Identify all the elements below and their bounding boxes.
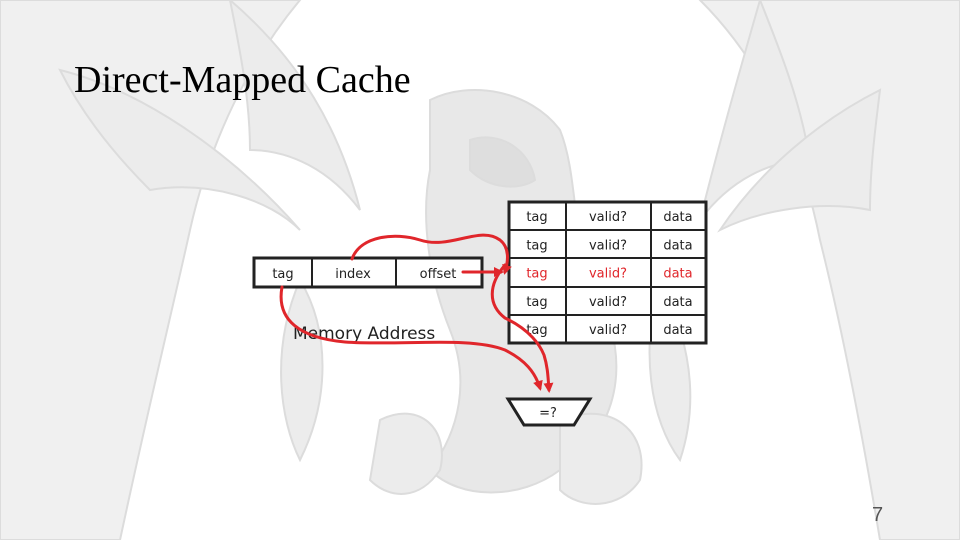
cache-cell-valid: valid? bbox=[589, 238, 627, 253]
cache-cell-data: data bbox=[663, 323, 692, 338]
cache-cell-tag: tag bbox=[526, 295, 547, 310]
cache-tag-to-comparator-arrow bbox=[490, 263, 554, 393]
index-to-row-arrow bbox=[350, 233, 512, 275]
cache-cell-valid: valid? bbox=[589, 323, 627, 338]
memory-address-caption: Memory Address bbox=[293, 324, 435, 344]
cache-cell-data: data bbox=[663, 295, 692, 310]
address-field-tag: tag bbox=[272, 267, 293, 282]
cache-cell-data: data bbox=[663, 210, 692, 225]
address-tag-to-comparator-arrow bbox=[279, 285, 543, 391]
cache-cell-tag: tag bbox=[526, 267, 547, 282]
cache-cell-tag: tag bbox=[526, 210, 547, 225]
page-number: 7 bbox=[872, 504, 884, 526]
address-field-index: index bbox=[335, 267, 371, 282]
address-field-offset: offset bbox=[420, 267, 457, 282]
cache-cell-valid: valid? bbox=[589, 267, 627, 282]
cache-cell-data: data bbox=[663, 267, 692, 282]
cache-cell-tag: tag bbox=[526, 238, 547, 253]
cache-cell-valid: valid? bbox=[589, 210, 627, 225]
cache-cell-data: data bbox=[663, 238, 692, 253]
comparator: =? bbox=[505, 397, 593, 427]
cache-cell-valid: valid? bbox=[589, 295, 627, 310]
cache-table: tag valid? data tag valid? data tag valid? data t… bbox=[507, 200, 708, 345]
memory-address-bar: tag index offset bbox=[252, 256, 484, 289]
slide-title: Direct-Mapped Cache bbox=[74, 59, 411, 101]
comparator-label: =? bbox=[539, 406, 557, 421]
